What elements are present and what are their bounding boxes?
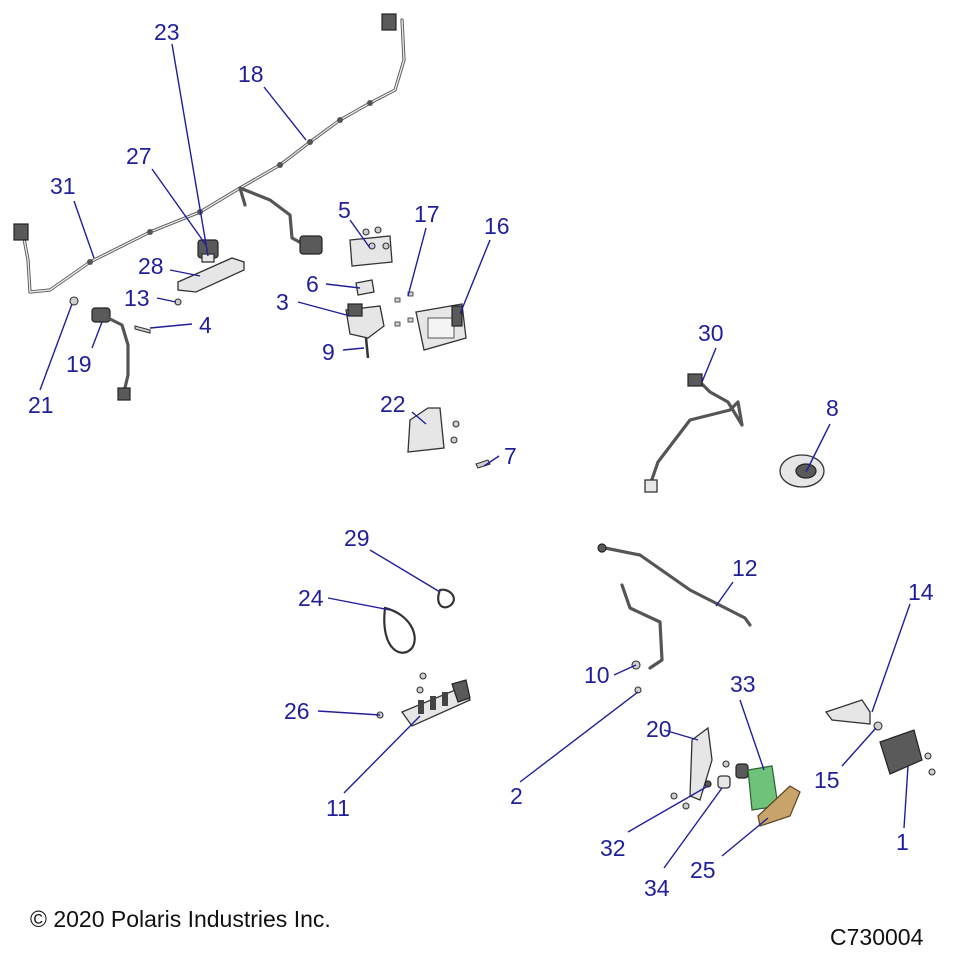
fasteners-left — [69, 296, 182, 334]
callout-14: 14 — [908, 579, 934, 605]
callout-13: 13 — [124, 285, 150, 311]
callout-6: 6 — [306, 271, 319, 297]
sensor-pigtail-19 — [91, 307, 131, 401]
callout-9: 9 — [322, 339, 335, 365]
callout-26: 26 — [284, 698, 310, 724]
bracket-20 — [670, 726, 730, 810]
callout-11: 11 — [326, 795, 350, 821]
callout-16: 16 — [484, 213, 510, 239]
ecu-assembly — [345, 226, 467, 359]
strap-29 — [437, 588, 455, 609]
callout-4: 4 — [199, 312, 212, 338]
fuse-block-11 — [376, 672, 472, 727]
callout-22: 22 — [380, 391, 406, 417]
strap-24 — [383, 606, 416, 654]
callout-1: 1 — [896, 829, 909, 855]
callout-34: 34 — [644, 875, 670, 901]
copyright-notice: © 2020 Polaris Industries Inc. — [30, 906, 331, 932]
bracket-22 — [407, 407, 491, 469]
callout-28: 28 — [138, 253, 164, 279]
ground-harness-12 — [597, 543, 752, 694]
callout-30: 30 — [698, 320, 724, 346]
callout-18: 18 — [238, 61, 264, 87]
callout-20: 20 — [646, 716, 672, 742]
callout-24: 24 — [298, 585, 324, 611]
callout-3: 3 — [276, 289, 289, 315]
relay-connector — [197, 239, 219, 263]
figure-id: C730004 — [830, 924, 924, 950]
horn-8 — [779, 454, 825, 488]
callout-32: 32 — [600, 835, 626, 861]
callout-31: 31 — [50, 173, 76, 199]
callout-12: 12 — [732, 555, 758, 581]
sub-harness-30 — [644, 373, 744, 493]
callout-29: 29 — [344, 525, 370, 551]
callout-2: 2 — [510, 783, 523, 809]
main-wiring-harness — [13, 13, 406, 294]
callout-8: 8 — [826, 395, 839, 421]
leader-lines — [39, 43, 911, 869]
callout-27: 27 — [126, 143, 152, 169]
callout-17: 17 — [414, 201, 440, 227]
callout-7: 7 — [504, 443, 517, 469]
callout-25: 25 — [690, 857, 716, 883]
callout-5: 5 — [338, 197, 351, 223]
callout-21: 21 — [28, 392, 54, 418]
regulator-1 — [873, 721, 936, 776]
mounting-bracket-28 — [177, 257, 245, 293]
bracket-14 — [824, 699, 871, 725]
callout-15: 15 — [814, 767, 840, 793]
callout-10: 10 — [584, 662, 610, 688]
callout-33: 33 — [730, 671, 756, 697]
callout-23: 23 — [154, 19, 180, 45]
bushing-34 — [704, 763, 749, 789]
callout-labels: 23 18 27 31 5 17 16 28 6 13 3 4 9 19 21 … — [28, 19, 934, 901]
callout-19: 19 — [66, 351, 92, 377]
